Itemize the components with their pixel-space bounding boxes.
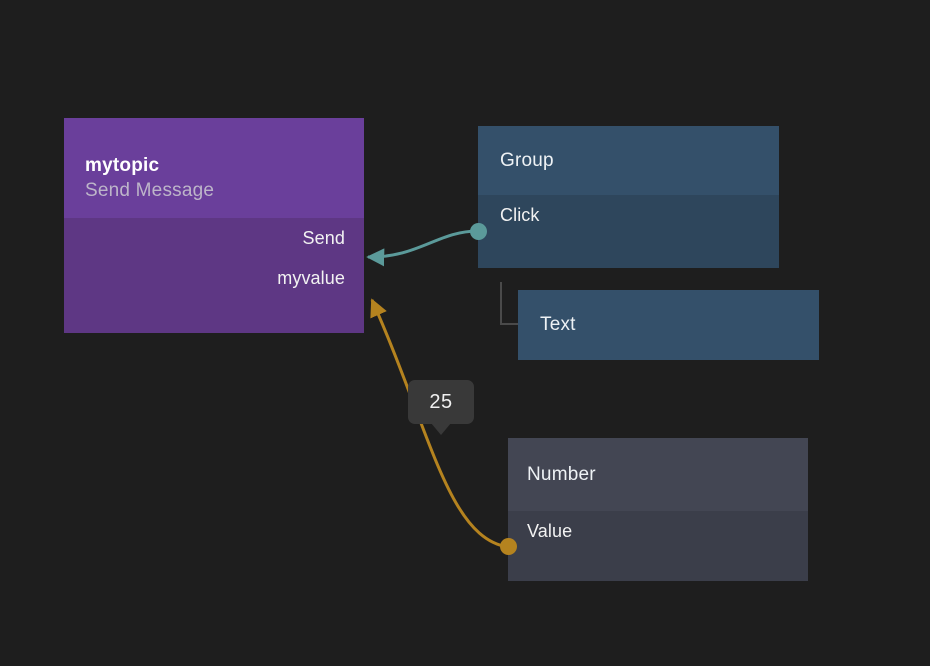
node-group-title: Group (500, 149, 554, 171)
port-row-click[interactable]: Click (500, 195, 779, 235)
port-dot-click[interactable] (470, 223, 487, 240)
port-row-myvalue[interactable]: myvalue (64, 258, 345, 298)
port-label-myvalue: myvalue (277, 267, 345, 288)
port-row-value[interactable]: Value (527, 511, 808, 551)
port-label-value: Value (527, 520, 573, 541)
node-text[interactable]: Text (518, 290, 819, 360)
node-text-title: Text (540, 314, 576, 335)
connection-value-badge-text: 25 (429, 390, 453, 413)
node-number[interactable]: Number Value (508, 438, 808, 581)
node-text-header[interactable]: Text (518, 290, 819, 360)
node-number-body: Value (508, 511, 808, 581)
child-node-bracket (500, 282, 519, 325)
connection-value-badge[interactable]: 25 (408, 380, 474, 435)
node-mytopic-header[interactable]: mytopic Send Message (64, 118, 364, 218)
node-mytopic-subtitle: Send Message (85, 180, 215, 201)
node-mytopic-title: mytopic (85, 155, 160, 176)
node-mytopic[interactable]: mytopic Send Message Send myvalue (64, 118, 364, 333)
connection-value-badge-tail (431, 423, 451, 435)
port-label-click: Click (500, 204, 540, 225)
port-label-send: Send (302, 227, 345, 248)
edge-click-to-send (366, 229, 479, 267)
node-number-header[interactable]: Number (508, 438, 808, 511)
port-dot-value[interactable] (500, 538, 517, 555)
node-number-title: Number (527, 463, 596, 485)
node-group-header[interactable]: Group (478, 126, 779, 195)
node-mytopic-body: Send myvalue (64, 218, 364, 333)
node-group[interactable]: Group Click (478, 126, 779, 268)
node-group-body: Click (478, 195, 779, 268)
port-row-send[interactable]: Send (64, 218, 345, 258)
